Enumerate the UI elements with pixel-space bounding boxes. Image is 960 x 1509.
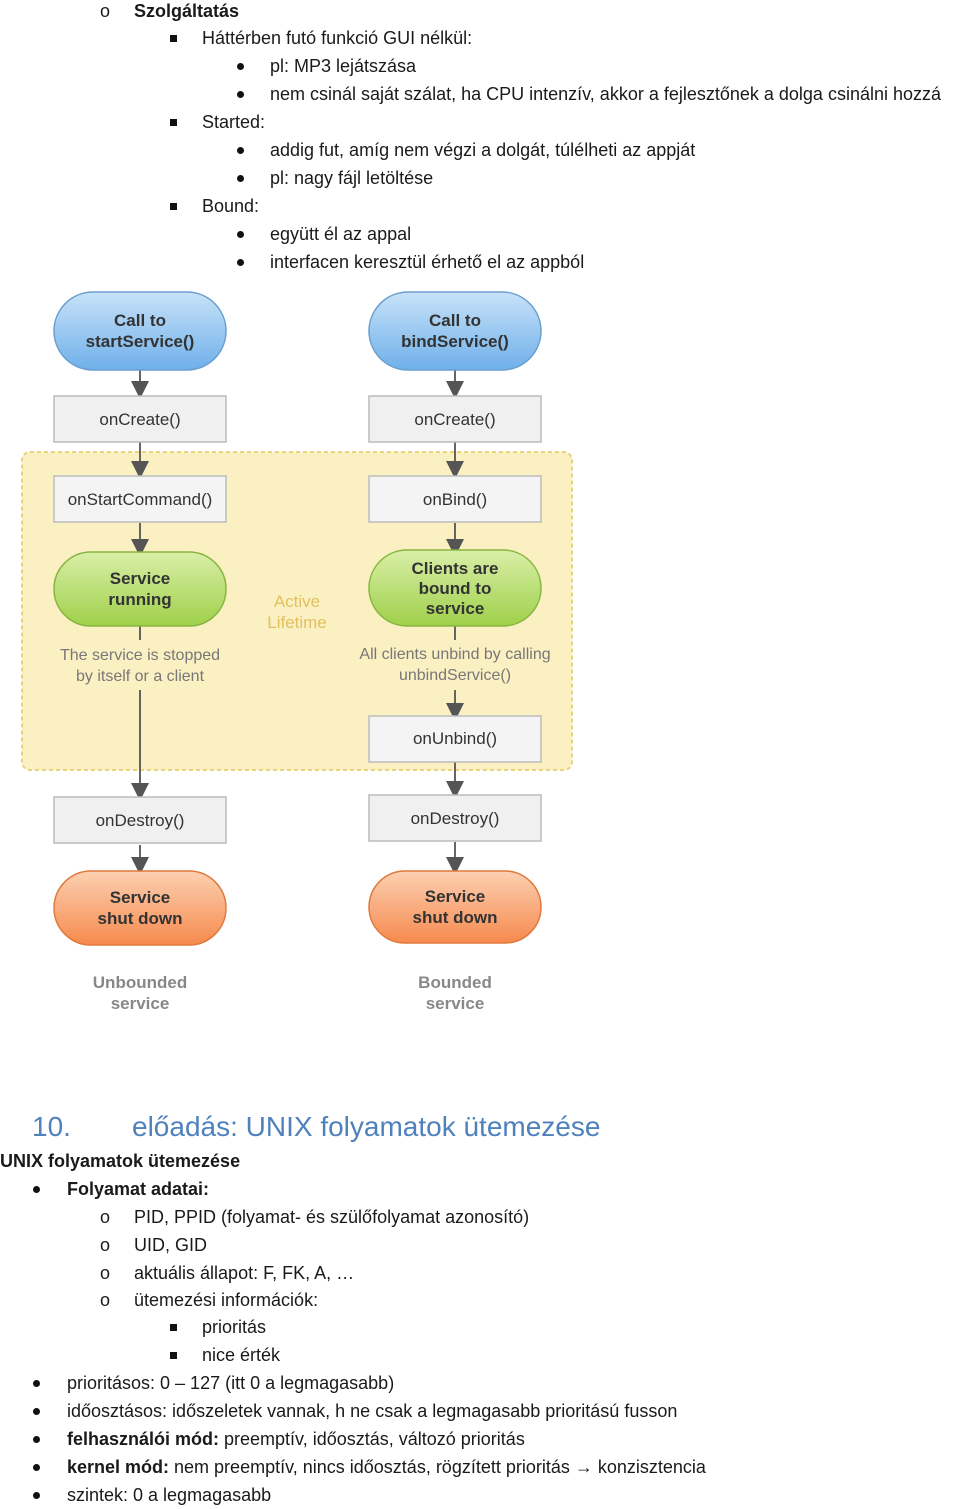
started-item: Started:: [202, 112, 266, 132]
bounded-service-label: service: [426, 994, 485, 1013]
user-mode-label: felhasználói mód:: [67, 1429, 220, 1449]
right-ondestroy-box: [368, 794, 542, 842]
active-lifetime-label: Active: [274, 592, 320, 611]
sched-item-1: prioritás: [202, 1317, 267, 1337]
left-ondestroy-label: onDestroy(): [96, 811, 185, 830]
active-lifetime-label: Lifetime: [267, 613, 327, 632]
kernel-mode-text: nem preemptív, nincs időosztás, rögzítet…: [169, 1457, 570, 1477]
onbind-box: [368, 475, 542, 523]
bound-sub-2: interfacen keresztül érhető el az appból: [270, 252, 585, 272]
data-item-2: UID, GID: [134, 1235, 208, 1255]
timeslice-bullet: időosztásos: időszeletek vannak, h ne cs…: [67, 1401, 678, 1421]
onstartcommand-box: [53, 475, 227, 523]
service-lifecycle-diagram: Active Lifetime Call to startService() o…: [21, 291, 573, 1013]
stop-note: by itself or a client: [76, 668, 205, 685]
bullet-icon: [33, 1492, 40, 1499]
user-mode-bullet: felhasználói mód: preemptív, időosztás, …: [67, 1428, 525, 1450]
bullet-icon: [237, 147, 244, 154]
background-item: Háttérben futó funkció GUI nélkül:: [202, 28, 473, 48]
right-ondestroy-label: onDestroy(): [411, 809, 500, 828]
onbind-label: onBind(): [423, 490, 487, 509]
bound-sub-1: együtt él az appal: [270, 224, 412, 244]
bullet-icon: [237, 175, 244, 182]
bind-service-label: bindService(): [401, 332, 509, 351]
started-sub-2: pl: nagy fájl letöltése: [270, 168, 434, 188]
unbounded-service-label: Unbounded: [93, 973, 187, 992]
active-lifetime-region: [21, 451, 573, 771]
start-service-node: [53, 291, 227, 371]
left-oncreate-box: [53, 395, 227, 443]
bind-service-node: [368, 291, 542, 371]
started-sub-1: addig fut, amíg nem végzi a dolgát, túlé…: [270, 140, 696, 160]
circle-bullet-icon: o: [100, 1263, 111, 1283]
right-shutdown-label: Service: [425, 887, 486, 906]
left-oncreate-label: onCreate(): [99, 410, 180, 429]
square-bullet-icon: [170, 203, 177, 210]
service-running-label: running: [108, 590, 171, 609]
onunbind-label: onUnbind(): [413, 729, 497, 748]
onunbind-box: [368, 715, 542, 763]
kernel-mode-label: kernel mód:: [67, 1457, 170, 1477]
circle-bullet-icon: o: [100, 1207, 111, 1227]
left-shutdown-label: Service: [110, 888, 171, 907]
section-title: előadás: UNIX folyamatok ütemezése: [132, 1111, 601, 1142]
bullet-icon: [237, 91, 244, 98]
bullet-icon: [33, 1436, 40, 1443]
bullet-icon: [33, 1408, 40, 1415]
square-bullet-icon: [170, 35, 177, 42]
bullet-icon: [33, 1186, 40, 1193]
circle-bullet-icon: o: [100, 1290, 111, 1310]
clients-bound-label: bound to: [419, 579, 492, 598]
data-item-1: PID, PPID (folyamat- és szülőfolyamat az…: [134, 1207, 530, 1227]
bind-service-label: Call to: [429, 311, 481, 330]
data-title: Folyamat adatai:: [67, 1179, 210, 1199]
bullet-icon: [33, 1380, 40, 1387]
kernel-mode-bullet: kernel mód: nem preemptív, nincs időoszt…: [67, 1456, 706, 1478]
unbind-note: unbindService(): [399, 667, 511, 684]
bound-item: Bound:: [202, 196, 260, 216]
square-bullet-icon: [170, 1324, 177, 1331]
left-shutdown-label: shut down: [98, 909, 183, 928]
start-service-label: Call to: [114, 311, 166, 330]
square-bullet-icon: [170, 1352, 177, 1359]
right-oncreate-box: [368, 395, 542, 443]
bullet-icon: [33, 1464, 40, 1471]
clients-bound-label: service: [426, 599, 485, 618]
unbounded-service-label: service: [111, 994, 170, 1013]
right-shutdown-node: [368, 870, 542, 944]
circle-bullet-icon: o: [100, 1, 111, 21]
start-service-label: startService(): [86, 332, 195, 351]
service-running-node: [53, 551, 227, 627]
bullet-icon: [237, 231, 244, 238]
left-ondestroy-box: [53, 796, 227, 844]
sched-item-2: nice érték: [202, 1345, 281, 1365]
user-mode-text: preemptív, időosztás, változó prioritás: [219, 1429, 525, 1449]
bounded-service-label: Bounded: [418, 973, 492, 992]
clients-bound-node: [368, 549, 542, 627]
background-sub-1: pl: MP3 lejátszása: [270, 56, 417, 76]
right-oncreate-label: onCreate(): [414, 410, 495, 429]
section-number: 10.: [32, 1111, 71, 1142]
priority-bullet: prioritásos: 0 – 127 (itt 0 a legmagasab…: [67, 1373, 395, 1393]
data-item-3: aktuális állapot: F, FK, A, …: [134, 1263, 355, 1283]
stop-note: The service is stopped: [60, 647, 220, 664]
unbind-note: All clients unbind by calling: [359, 646, 550, 663]
service-running-label: Service: [110, 569, 171, 588]
circle-bullet-icon: o: [100, 1235, 111, 1255]
section-subtitle: UNIX folyamatok ütemezése: [0, 1151, 241, 1171]
right-shutdown-label: shut down: [413, 908, 498, 927]
background-sub-2: nem csinál saját szálat, ha CPU intenzív…: [270, 84, 942, 104]
bullet-icon: [237, 63, 244, 70]
left-shutdown-node: [53, 870, 227, 946]
clients-bound-label: Clients are: [412, 559, 499, 578]
kernel-mode-end: konzisztencia: [592, 1457, 706, 1477]
services-title: Szolgáltatás: [134, 1, 240, 21]
bullet-icon: [237, 259, 244, 266]
arrow-right-icon: →: [574, 1457, 593, 1477]
square-bullet-icon: [170, 119, 177, 126]
levels-bullet: szintek: 0 a legmagasabb: [67, 1485, 272, 1505]
onstartcommand-label: onStartCommand(): [68, 490, 213, 509]
data-item-4: ütemezési információk:: [134, 1290, 319, 1310]
